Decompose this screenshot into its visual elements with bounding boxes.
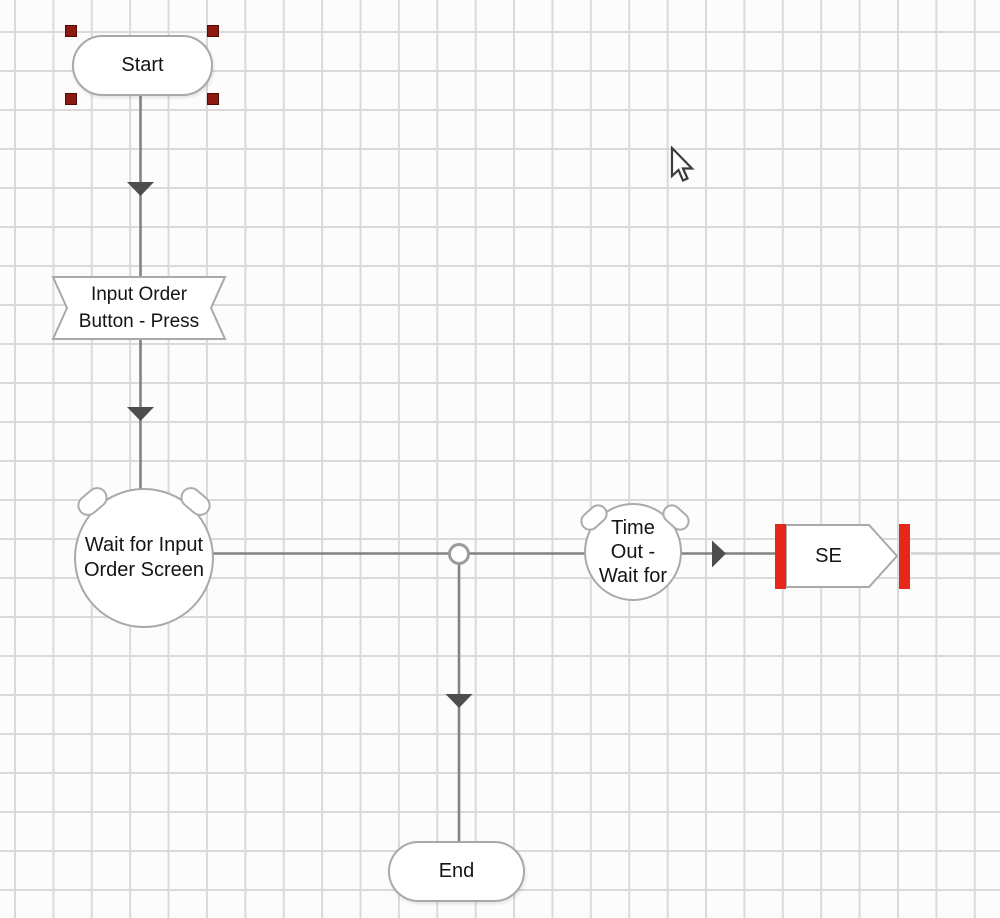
- selection-handle-top-right[interactable]: [207, 25, 219, 37]
- timeout-stage-label: Wait for: [598, 565, 668, 587]
- arrowhead-down-icon: [127, 407, 154, 421]
- start-stage-label: Start: [121, 54, 164, 76]
- mouse-cursor-icon: [670, 146, 695, 182]
- selection-handle-bottom-left[interactable]: [65, 93, 77, 105]
- input-order-stage-shape[interactable]: [51, 276, 227, 340]
- input-order-stage-label: Input Order Button - Press: [78, 284, 200, 332]
- selection-handle-top-left[interactable]: [65, 25, 77, 37]
- wait-stage-label: Order Screen: [83, 559, 205, 581]
- arrowhead-right-icon: [712, 540, 726, 568]
- arrowhead-down-icon: [127, 182, 154, 196]
- se-exception-stage-shape[interactable]: [785, 524, 899, 588]
- link-junction-node[interactable]: [448, 543, 470, 565]
- end-stage-label: End: [438, 860, 475, 882]
- exception-left-bar: [775, 524, 786, 589]
- timeout-stage-label: Out -: [610, 541, 656, 563]
- start-stage[interactable]: Start: [72, 35, 213, 96]
- arrowhead-down-icon: [445, 694, 473, 708]
- se-exception-stage-label: SE: [815, 544, 842, 567]
- wait-stage-label: Wait for Input: [84, 534, 204, 556]
- exception-right-bar: [899, 524, 910, 589]
- timeout-stage-label: Time: [611, 517, 655, 539]
- selection-handle-bottom-right[interactable]: [207, 93, 219, 105]
- end-stage[interactable]: End: [388, 841, 525, 902]
